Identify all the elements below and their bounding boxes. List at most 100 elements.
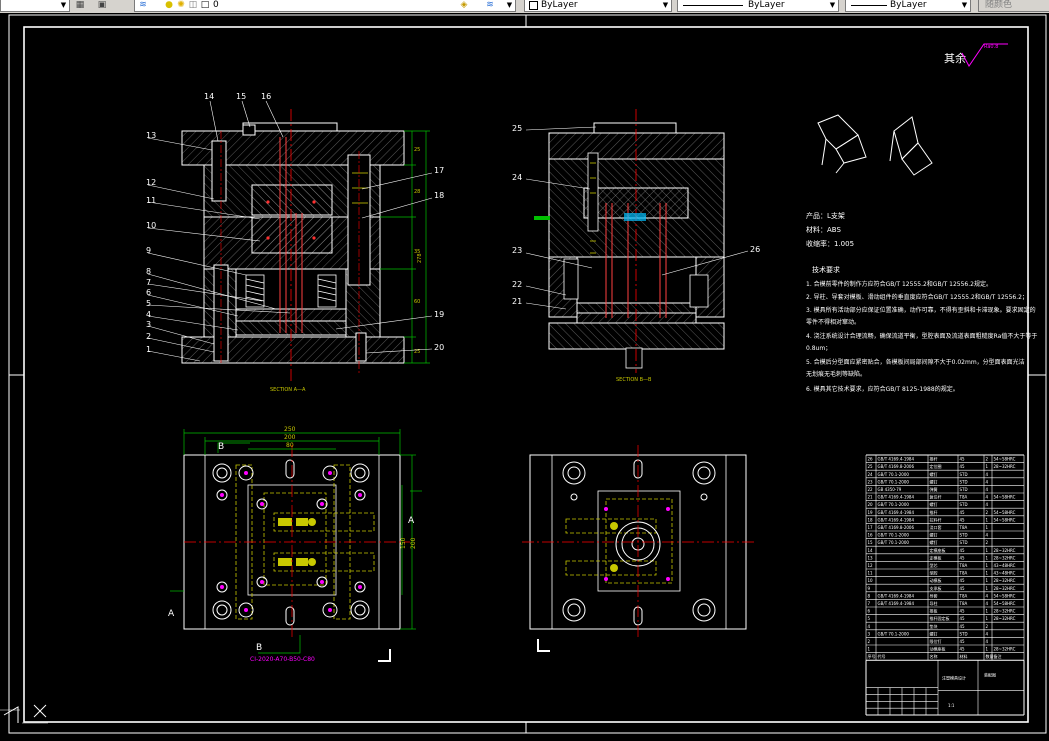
bom-row-cell: 54~58HRC <box>994 510 1016 515</box>
bom-row-cell: GB/T 4169.4-1984 <box>878 510 915 515</box>
tech-note-2: 2. 导柱、导套对模板、滑动组件的垂直度应符合GB/T 12555.2和GB/T… <box>806 293 1028 301</box>
color-value: ByLayer <box>541 0 578 10</box>
chevron-down-icon[interactable]: ▼ <box>60 1 67 9</box>
bom-row-cell: 导柱 <box>930 600 938 606</box>
layer-states-icon[interactable]: ▦ <box>75 0 85 10</box>
layer-control-tail[interactable]: ▼ <box>0 0 70 12</box>
plotstyle-value: 随颜色 <box>985 0 1013 10</box>
bom-row-cell: GB/T 4169.4-1984 <box>878 495 915 500</box>
drawing-canvas[interactable]: 其余 Ra0.8 <box>0 13 1049 741</box>
bom-row-cell: GB/T 4169.4-1984 <box>878 601 915 606</box>
bom-row-cell: 1 <box>986 647 989 652</box>
bom-row-cell: 45 <box>960 578 966 583</box>
cad-drawing: 其余 Ra0.8 <box>0 14 1047 734</box>
bom-row-cell: 45 <box>960 647 966 652</box>
chevron-down-icon[interactable]: ▼ <box>506 1 513 9</box>
bom-row-cell: 45 <box>960 639 966 644</box>
properties-toolbar: ▼ ▦ ▣ ≋ ● ✺ ◫ □ 0 ▼ ◈ ≋ ByLayer ▼ ByLaye… <box>0 0 1049 14</box>
balloon-24: 24 <box>512 173 522 182</box>
bom-row-cell: 1 <box>986 571 989 576</box>
balloon-numbers-a: 14 15 16 13 12 11 10 9 8 7 6 5 4 3 2 1 1… <box>146 92 444 354</box>
bom-row-cell: 9 <box>868 586 871 591</box>
chevron-down-icon[interactable]: ▼ <box>662 1 669 9</box>
svg-text:25: 25 <box>414 349 420 355</box>
bom-row-cell: 2 <box>986 510 989 515</box>
lock-icon[interactable]: ◫ <box>188 0 198 10</box>
color-combo[interactable]: ByLayer ▼ <box>524 0 672 12</box>
color-swatch-icon <box>529 1 538 10</box>
plotstyle-combo[interactable]: 随颜色 <box>978 0 1049 12</box>
bom-row-cell: 1 <box>986 464 989 469</box>
freeze-sun-icon[interactable]: ✺ <box>177 0 185 10</box>
bom-row-cell: 拉料杆 <box>930 516 942 522</box>
balloon-11: 11 <box>146 196 156 205</box>
section-b-label: SECTION B—B <box>616 377 652 383</box>
chevron-down-icon[interactable]: ▼ <box>961 1 968 9</box>
bom-row-cell: 45 <box>960 517 966 522</box>
balloon-4: 4 <box>146 310 151 319</box>
bom-row-cell: 19 <box>868 510 874 515</box>
bom-row-cell: STD <box>960 487 968 492</box>
bom-row-cell: GB/T 4169.4-1984 <box>878 593 915 598</box>
chevron-down-icon[interactable]: ▼ <box>829 1 836 9</box>
layer-color-icon: □ <box>200 0 210 10</box>
bom-row-cell: GB/T 4169.4-1984 <box>878 517 915 522</box>
sec-height-dim: 278 <box>417 253 423 263</box>
bom-row-cell: 21 <box>868 495 874 500</box>
on-off-bulb-icon[interactable]: ● <box>165 0 173 10</box>
bom-row-cell: 限位钉 <box>930 638 942 644</box>
layer-previous-icon[interactable]: ≋ <box>486 0 494 10</box>
bom-header-cell: 序号 <box>868 653 876 659</box>
bom-row-cell: 支承板 <box>930 585 942 591</box>
product-info: 产品：L支架 材料：ABS 收缩率：1.005 <box>806 211 854 248</box>
balloon-3: 3 <box>146 320 151 329</box>
product-isometric <box>817 114 933 176</box>
bom-row-cell: 1 <box>986 563 989 568</box>
bom-row-cell: 3 <box>868 631 871 636</box>
tech-note-8: 无划痕无毛刺等缺陷。 <box>806 370 866 378</box>
roughness-value: Ra0.8 <box>984 44 998 50</box>
bom-row-cell: 定模座板 <box>930 547 946 553</box>
linetype-combo[interactable]: ByLayer ▼ <box>677 0 839 12</box>
bom-header-cell: 名称 <box>930 653 938 659</box>
dim-right-inner: 150 <box>400 537 407 549</box>
layer-combo[interactable]: ≋ ● ✺ ◫ □ 0 ▼ <box>134 0 516 12</box>
balloon-18: 18 <box>434 191 444 200</box>
bom-row-cell: 28~32HRC <box>994 578 1016 583</box>
bom-row-cell: GB/T 70.1-2000 <box>878 533 910 538</box>
make-object-layer-current-icon[interactable]: ◈ <box>460 0 468 10</box>
balloon-12: 12 <box>146 178 156 187</box>
bom-row-cell: 4 <box>986 495 989 500</box>
bom-row-cell: 22 <box>868 487 874 492</box>
bom-row-cell: 54~58HRC <box>994 593 1016 598</box>
bom-row-cell: 28~32HRC <box>994 647 1016 652</box>
balloon-15: 15 <box>236 92 246 101</box>
bom-row-cell: 4 <box>986 601 989 606</box>
bom-row-cell: GB/T 70.1-2000 <box>878 479 910 484</box>
roughness-label: 其余 <box>944 51 966 65</box>
section-a-label: SECTION A—A <box>270 387 306 393</box>
dim-top-inner: 200 <box>284 434 296 441</box>
bom-row-cell: 2 <box>986 457 989 462</box>
balloon-2: 2 <box>146 332 151 341</box>
bom-row-cell: 螺钉 <box>930 501 938 507</box>
lineweight-combo[interactable]: ByLayer ▼ <box>845 0 971 12</box>
bom-row-cell: 28~32HRC <box>994 616 1016 621</box>
bom-row-cell: 2 <box>986 540 989 545</box>
bom-row-cell: 10 <box>868 578 874 583</box>
plan-code: CI-2020-A70-B50-C80 <box>250 656 315 663</box>
bom-row-cell: 11 <box>868 571 874 576</box>
make-current-icon[interactable]: ▣ <box>97 0 107 10</box>
dim-top-overall: 250 <box>284 426 296 433</box>
bom-row-cell: STD <box>960 540 968 545</box>
tech-note-6: 0.8um； <box>806 345 831 352</box>
plan-view-fixed-half <box>522 445 754 652</box>
bom-row-cell: 6 <box>868 609 871 614</box>
tech-note-9: 6. 模具其它技术要求，应符合GB/T 8125-1988的规定。 <box>806 385 959 393</box>
view-mark-a-left: A <box>168 609 175 619</box>
tech-note-1: 1. 合模前零件的制作方应符合GB/T 12555.2和GB/T 12556.2… <box>806 280 992 288</box>
bom-row-cell: 复位杆 <box>930 494 942 500</box>
bom-row-cell: 45 <box>960 510 966 515</box>
bom-row-cell: T8A <box>959 593 968 598</box>
